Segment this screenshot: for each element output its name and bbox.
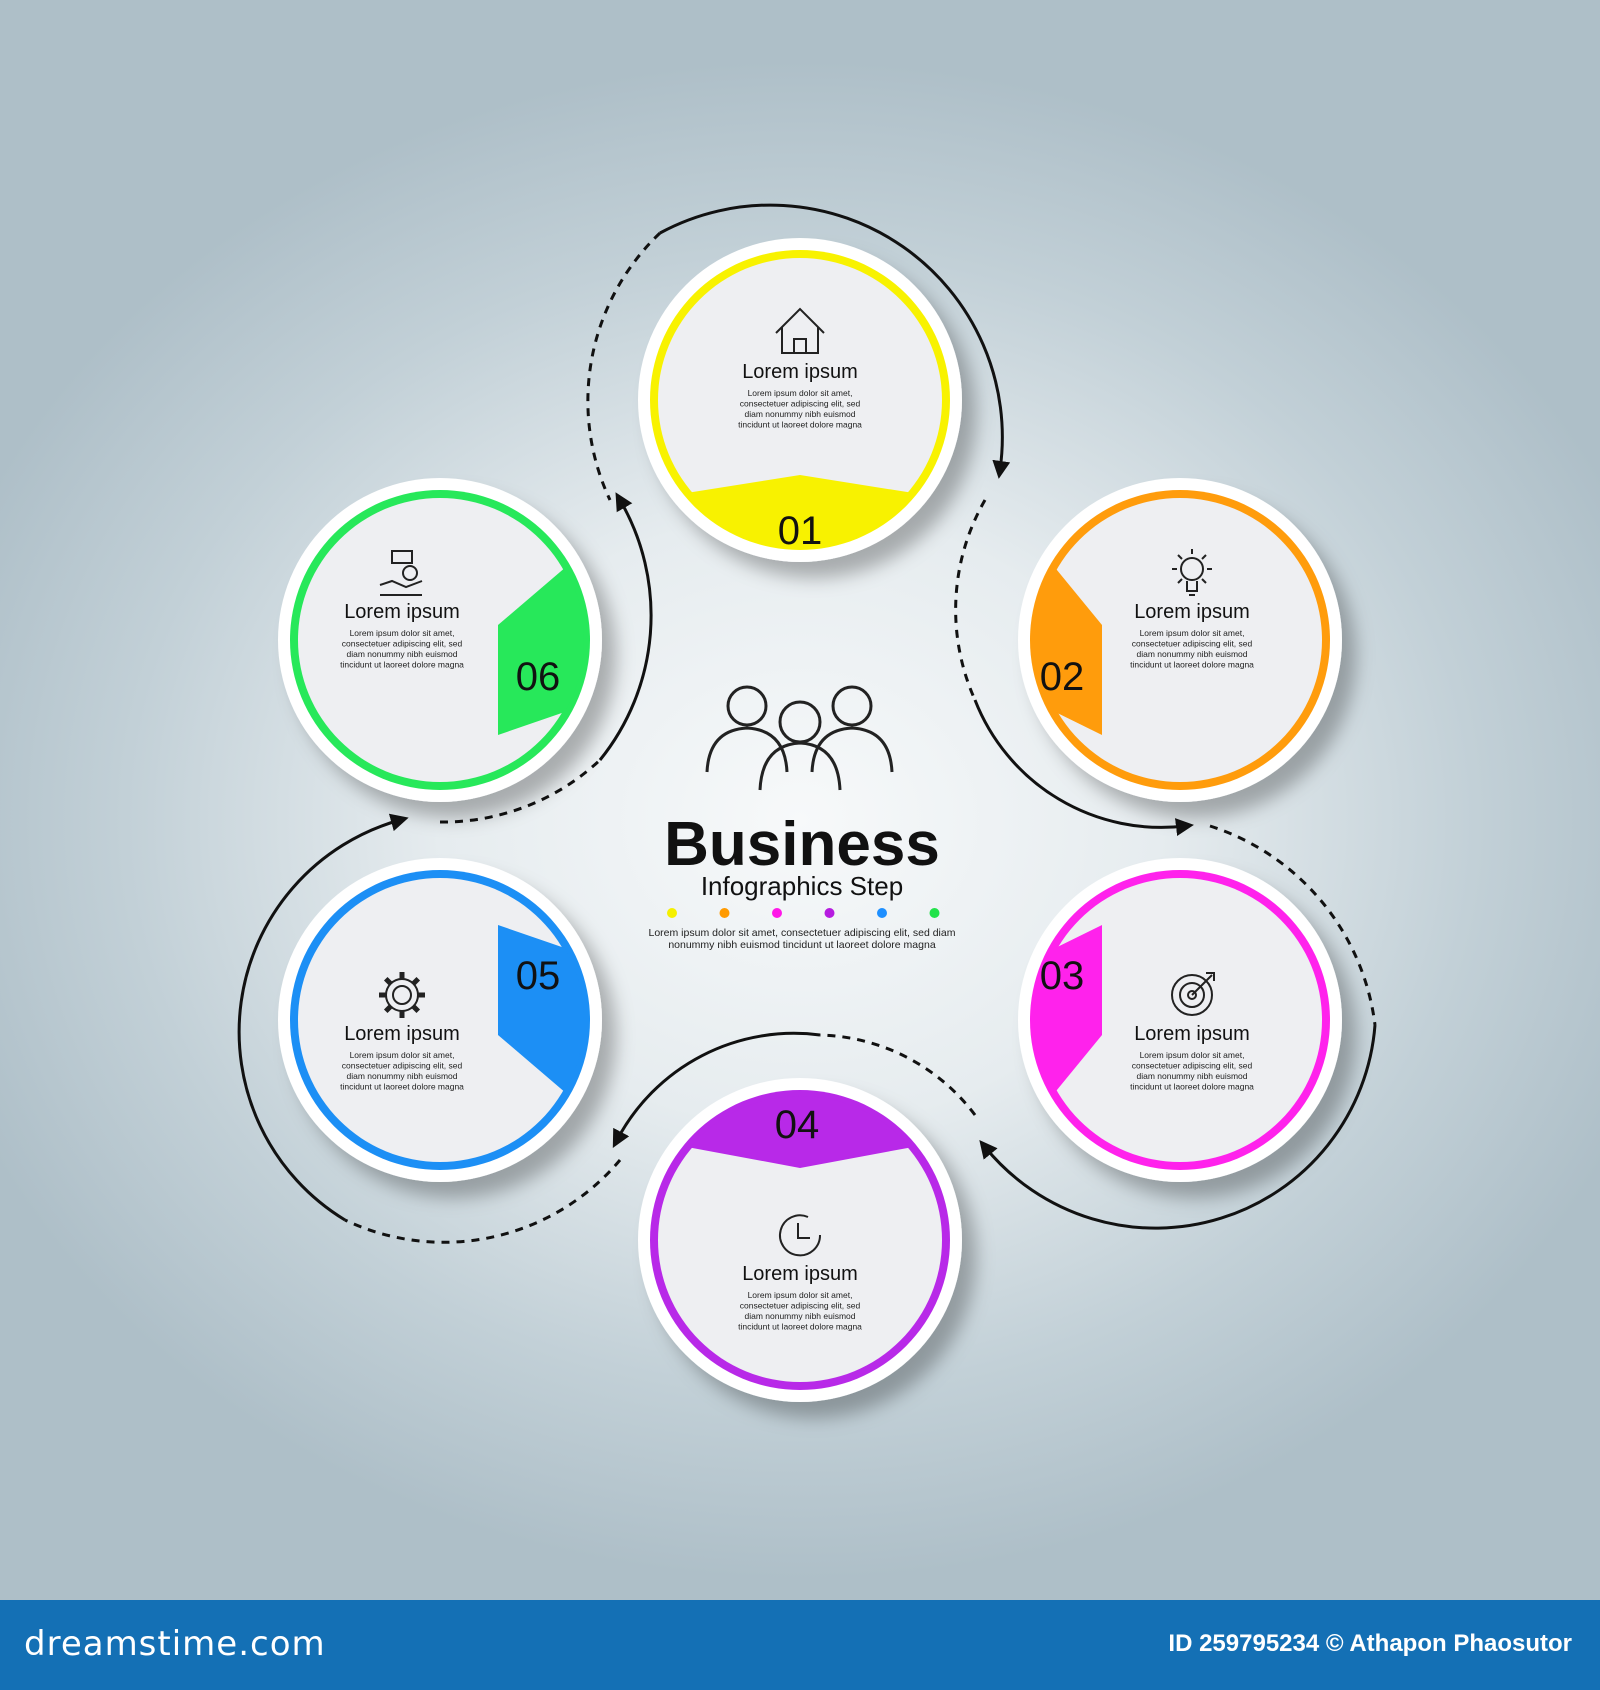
step-body-line: Lorem ipsum dolor sit amet, — [350, 1050, 455, 1060]
dash-06-bottom — [439, 758, 602, 824]
step-body-line: diam nonummy nibh euismod — [346, 649, 457, 659]
step-number: 04 — [775, 1103, 820, 1147]
step-number: 01 — [778, 509, 823, 553]
color-dot — [719, 908, 730, 918]
step-01-badge — [689, 475, 911, 544]
color-dot — [667, 908, 677, 918]
circle-inner-face — [658, 1098, 942, 1382]
step-body-line: tincidunt ut laoreet dolore magna — [340, 1082, 464, 1092]
step-body-line: consectetuer adipiscing elit, sed — [342, 639, 463, 649]
step-body-line: tincidunt ut laoreet dolore magna — [340, 660, 464, 670]
footer-bar: dreamstime.com ID 259795234 © Athapon Ph… — [0, 1600, 1600, 1690]
color-dots — [667, 908, 940, 918]
step-number: 06 — [516, 655, 561, 699]
gear-icon — [379, 972, 425, 1018]
center-subtitle: Infographics Step — [701, 871, 903, 901]
step-body-line: Lorem ipsum dolor sit amet, — [350, 628, 455, 638]
step-body-line: consectetuer adipiscing elit, sed — [740, 399, 861, 409]
circle-inner-face — [1038, 878, 1322, 1162]
color-dot — [877, 908, 887, 918]
center-description-line1: Lorem ipsum dolor sit amet, consectetuer… — [649, 927, 956, 939]
step-number: 03 — [1040, 954, 1085, 998]
step-heading: Lorem ipsum — [344, 601, 460, 623]
step-body-line: consectetuer adipiscing elit, sed — [1132, 1061, 1253, 1071]
step-06-badge — [498, 568, 584, 735]
step-body-line: diam nonummy nibh euismod — [744, 409, 855, 419]
step-heading: Lorem ipsum — [1134, 1023, 1250, 1045]
dash-04-top — [819, 1033, 977, 1116]
team-icon — [705, 685, 894, 791]
arrow-05-to-06 — [237, 813, 409, 1222]
footer-brand[interactable]: dreamstime.com — [24, 1624, 326, 1664]
step-number: 02 — [1040, 655, 1085, 699]
step-body-line: diam nonummy nibh euismod — [1136, 649, 1247, 659]
step-body-line: consectetuer adipiscing elit, sed — [342, 1061, 463, 1071]
step-heading: Lorem ipsum — [742, 1263, 858, 1285]
step-body-line: tincidunt ut laoreet dolore magna — [738, 1322, 862, 1332]
step-04-badge — [689, 1096, 911, 1168]
step-number: 05 — [516, 954, 561, 998]
dash-03-right — [1209, 824, 1377, 1026]
step-05-badge — [498, 925, 584, 1092]
step-body-line: diam nonummy nibh euismod — [744, 1311, 855, 1321]
step-body-line: diam nonummy nibh euismod — [1136, 1071, 1247, 1081]
step-body-line: Lorem ipsum dolor sit amet, — [748, 388, 853, 398]
circle-inner-face — [658, 258, 942, 542]
step-body-line: tincidunt ut laoreet dolore magna — [1130, 660, 1254, 670]
step-02-badge — [1036, 568, 1102, 735]
connector-arrows — [237, 203, 1377, 1244]
step-body-line: tincidunt ut laoreet dolore magna — [738, 420, 862, 430]
arrow-04-to-05 — [612, 1031, 821, 1148]
step-body-line: consectetuer adipiscing elit, sed — [740, 1301, 861, 1311]
dash-02-left — [954, 499, 987, 701]
house-icon — [775, 307, 825, 354]
circle-inner-face — [1038, 498, 1322, 782]
arrow-03-to-04 — [979, 1024, 1377, 1230]
money-hand-icon — [379, 550, 423, 596]
step-heading: Lorem ipsum — [1134, 601, 1250, 623]
target-icon — [1171, 972, 1215, 1016]
step-body-line: tincidunt ut laoreet dolore magna — [1130, 1082, 1254, 1092]
step-body-line: Lorem ipsum dolor sit amet, — [1140, 1050, 1245, 1060]
color-dot — [772, 908, 782, 918]
center-block: Business Infographics Step Lorem ipsum d… — [649, 685, 956, 951]
lightbulb-icon — [1172, 549, 1212, 596]
color-dot — [824, 908, 835, 918]
step-heading: Lorem ipsum — [742, 361, 858, 383]
step-03-badge — [1036, 925, 1102, 1092]
arrow-06-to-01 — [598, 492, 653, 761]
footer-credit: ID 259795234 © Athapon Phaosutor — [1168, 1630, 1572, 1657]
step-heading: Lorem ipsum — [344, 1023, 460, 1045]
dash-05-bottom — [344, 1159, 622, 1244]
arrow-01-to-02 — [659, 203, 1011, 479]
color-dot — [929, 908, 940, 918]
step-body-line: consectetuer adipiscing elit, sed — [1132, 639, 1253, 649]
clock-icon — [779, 1214, 822, 1257]
step-body-line: Lorem ipsum dolor sit amet, — [1140, 628, 1245, 638]
step-body-line: Lorem ipsum dolor sit amet, — [748, 1290, 853, 1300]
center-title: Business — [664, 810, 940, 879]
step-body-line: diam nonummy nibh euismod — [346, 1071, 457, 1081]
center-description-line2: nonummy nibh euismod tincidunt ut laoree… — [668, 939, 935, 951]
arrow-02-to-03 — [973, 699, 1194, 836]
